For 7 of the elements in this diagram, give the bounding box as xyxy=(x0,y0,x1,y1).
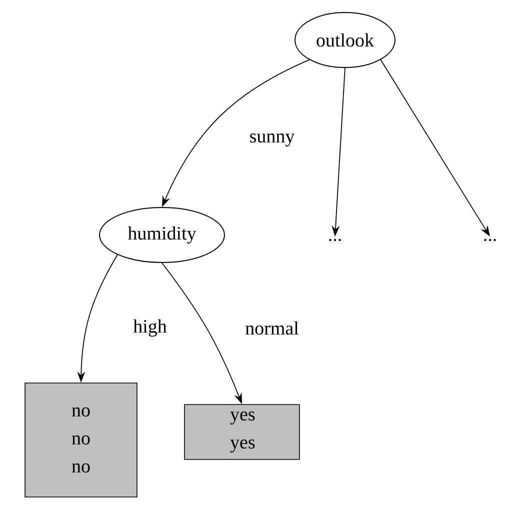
edge-label: high xyxy=(132,318,168,338)
ellipsis-text: ... xyxy=(484,238,496,242)
ellipsis-text: ... xyxy=(329,238,341,242)
edge-label: sunny xyxy=(248,132,296,148)
leaf-box: yes yes xyxy=(184,404,300,460)
edge-label: normal xyxy=(244,320,300,336)
leaf-box: no no no xyxy=(24,382,138,498)
